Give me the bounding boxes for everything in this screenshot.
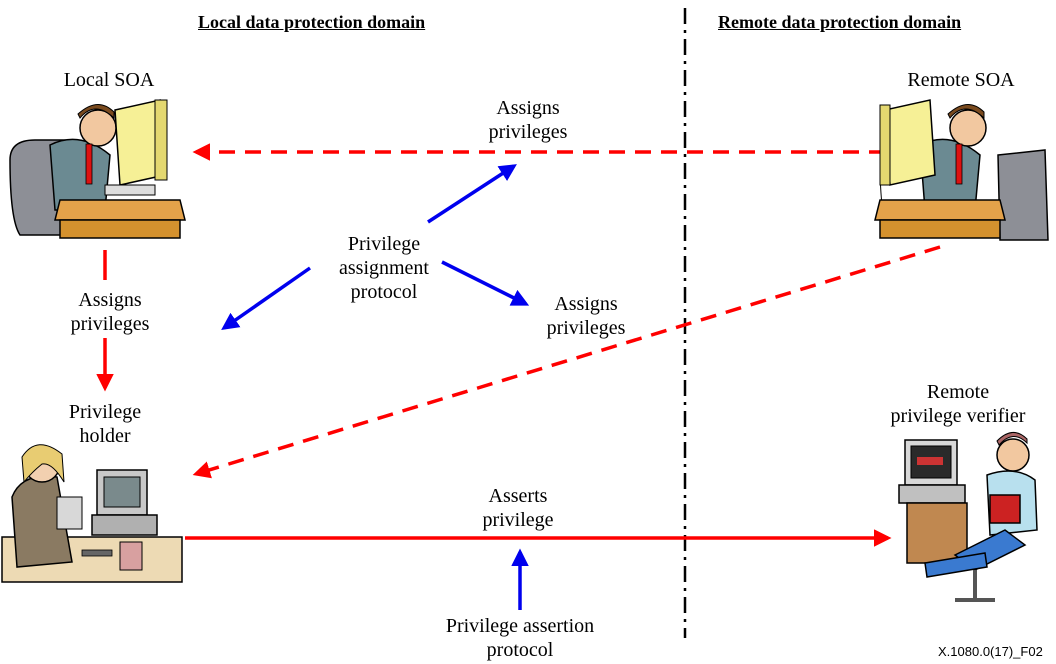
local-domain-header: Local data protection domain (198, 12, 426, 32)
remote-domain-header: Remote data protection domain (718, 12, 962, 32)
woman-at-computer-icon (1, 444, 183, 583)
assigns-top-line-1: Assigns (496, 97, 560, 119)
privilege-holder-line-2: holder (79, 425, 131, 447)
local-soa-label: Local SOA (63, 69, 155, 91)
remote-verifier-line-1: Remote (926, 381, 990, 403)
asserts-line-1: Asserts (488, 485, 548, 507)
remote-verifier-line-2: privilege verifier (890, 405, 1026, 427)
figure-identifier: X.1080.0(17)_F02 (938, 644, 1043, 659)
assigns-top-line-2: privileges (488, 121, 568, 143)
privilege-assertion-protocol-label: Privilege assertion protocol (420, 614, 620, 662)
man-at-computer-icon (874, 99, 1049, 241)
protocol-arrow-down-right (441, 260, 530, 306)
protocol-arrow-down-left (221, 266, 312, 331)
privilege-holder-line-1: Privilege (68, 401, 142, 423)
protocol-arrow-up-right (427, 164, 517, 224)
assigns-privileges-top-label: Assigns privileges (468, 96, 588, 144)
privilege-holder-label: Privilege holder (40, 400, 170, 448)
arrow-remote-soa-to-holder (192, 245, 941, 479)
assigns-middle-line-2: privileges (546, 317, 626, 339)
privilege-assignment-protocol-label: Privilege assignment protocol (314, 232, 454, 304)
assigns-privileges-middle-label: Assigns privileges (526, 292, 646, 340)
assigns-privileges-left-label: Assigns privileges (50, 288, 170, 336)
assertion-protocol-line-1: Privilege assertion (445, 615, 595, 637)
assigns-left-line-1: Assigns (78, 289, 142, 311)
assignment-protocol-line-2: assignment (339, 257, 429, 279)
remote-soa-label: Remote SOA (907, 69, 1015, 91)
man-reading-at-computer-icon (898, 432, 1038, 602)
assigns-middle-line-1: Assigns (554, 293, 618, 315)
assertion-protocol-line-2: protocol (486, 639, 554, 661)
remote-verifier-label: Remote privilege verifier (862, 380, 1054, 428)
assignment-protocol-line-1: Privilege (347, 233, 421, 255)
asserts-privilege-label: Asserts privilege (458, 484, 578, 532)
asserts-line-2: privilege (482, 509, 554, 531)
man-at-computer-icon (9, 99, 186, 239)
assigns-left-line-2: privileges (70, 313, 150, 335)
assignment-protocol-line-3: protocol (350, 281, 418, 303)
